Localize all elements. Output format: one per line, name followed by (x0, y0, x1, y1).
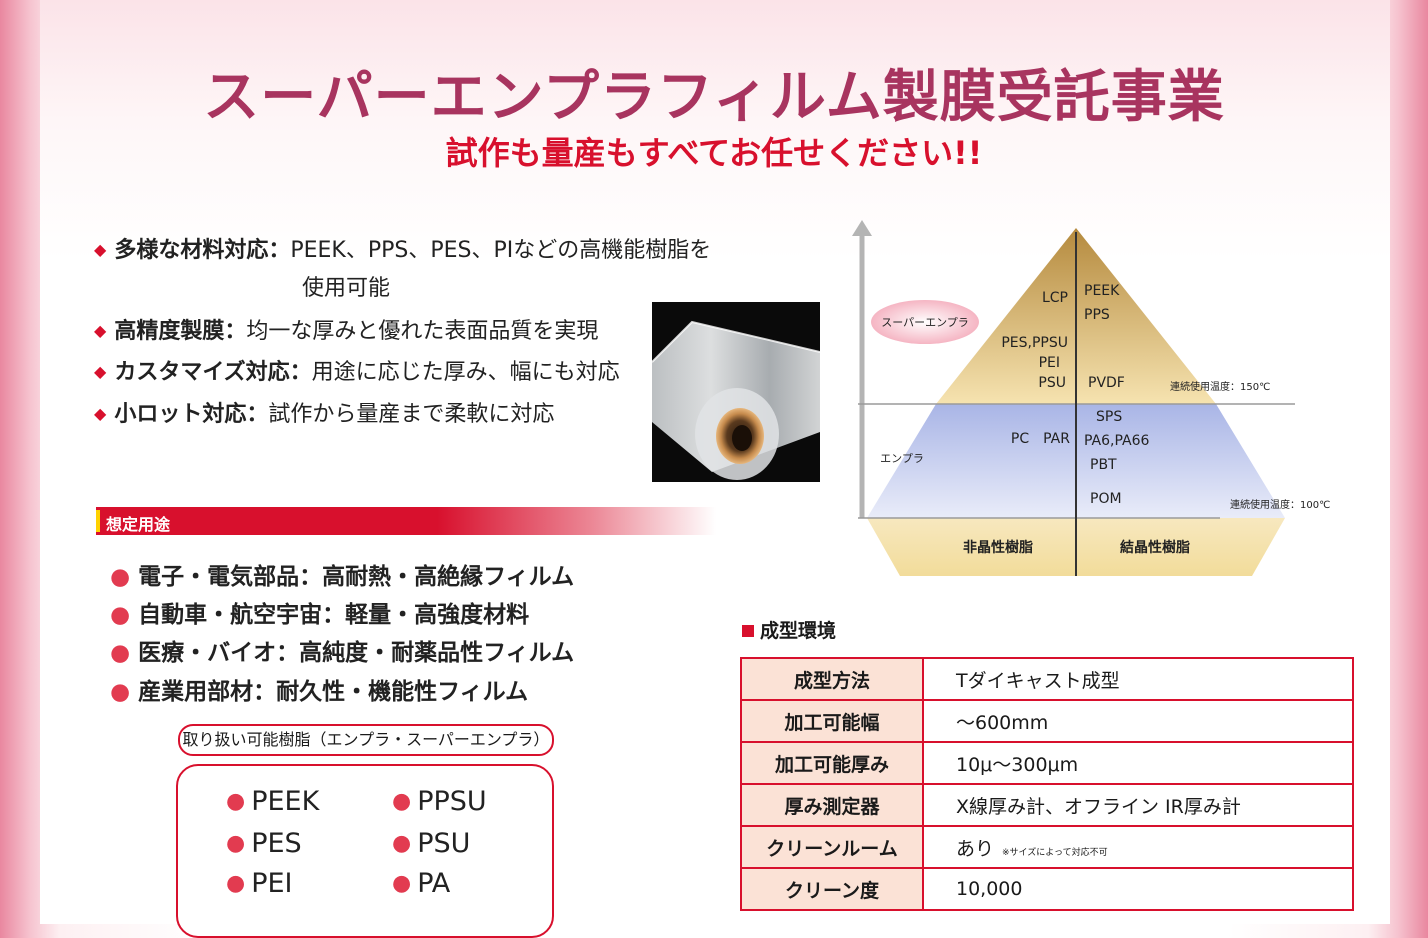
temp-100-label: 連続使用温度：100℃ (1230, 498, 1330, 511)
resin-label: SPS (1096, 409, 1122, 425)
tier-super-label: スーパーエンプラ (881, 316, 969, 329)
dot-bullet-icon: ● (226, 789, 246, 814)
resin-item: ●PES (226, 828, 302, 859)
resin-item: ●PA (392, 868, 451, 899)
application-item: ●電子・電気部品：高耐熱・高絶縁フィルム (110, 564, 575, 590)
resins-heading: 取り扱い可能樹脂（エンプラ・スーパーエンプラ） (178, 724, 554, 756)
resin-label: POM (1090, 491, 1122, 507)
crystalline-label: 結晶性樹脂 (1120, 539, 1190, 556)
feature-item: ◆高精度製膜：均一な厚みと優れた表面品質を実現 (94, 319, 599, 344)
applications-heading: 想定用途 (106, 515, 171, 534)
resin-label: PBT (1090, 457, 1117, 473)
resin-label: PC PAR (1011, 431, 1070, 447)
dot-bullet-icon: ● (226, 831, 246, 856)
resin-label: PSU (1038, 375, 1066, 391)
feature-item: ◆カスタマイズ対応：用途に応じた厚み、幅にも対応 (94, 360, 620, 385)
page-title: スーパーエンプラフィルム製膜受託事業 (203, 65, 1225, 130)
resin-label: PES,PPSU (1001, 335, 1068, 351)
square-bullet-icon (742, 625, 754, 637)
application-item: ●医療・バイオ：高純度・耐薬品性フィルム (110, 640, 575, 666)
environment-heading: 成型環境 (742, 616, 836, 643)
resin-label: PEI (1039, 355, 1060, 371)
temp-150-label: 連続使用温度：150℃ (1170, 380, 1270, 393)
resin-label: PA6,PA66 (1084, 433, 1150, 449)
resin-item: ●PSU (392, 828, 471, 859)
dot-bullet-icon: ● (110, 679, 131, 705)
dot-bullet-icon: ● (392, 789, 412, 814)
resin-pyramid-diagram: スーパーエンプラ エンプラ 連続使用温度：150℃ 連続使用温度：100℃ LC… (852, 220, 1330, 576)
application-item: ●産業用部材：耐久性・機能性フィルム (110, 679, 529, 705)
dot-bullet-icon: ● (110, 640, 131, 666)
dot-bullet-icon: ● (110, 564, 131, 590)
feature-item: ◆多様な材料対応：PEEK、PPS、PES、PIなどの高機能樹脂を (94, 238, 712, 263)
dot-bullet-icon: ● (392, 831, 412, 856)
tier-engi-label: エンプラ (880, 452, 924, 465)
feature-item-continuation: 使用可能 (302, 276, 391, 301)
cleanroom-note: ※サイズによって対応不可 (1002, 847, 1108, 858)
feature-item: ◆小ロット対応：試作から量産まで柔軟に対応 (94, 402, 555, 427)
resin-item: ●PPSU (392, 786, 487, 817)
diamond-bullet-icon: ◆ (94, 321, 107, 340)
diamond-bullet-icon: ◆ (94, 362, 107, 381)
resin-label: PVDF (1088, 375, 1125, 391)
applications-heading-bar: 想定用途 (96, 507, 716, 535)
dot-bullet-icon: ● (226, 871, 246, 896)
amorphous-label: 非晶性樹脂 (963, 539, 1033, 556)
film-roll-photo (652, 302, 820, 482)
diamond-bullet-icon: ◆ (94, 404, 107, 423)
dot-bullet-icon: ● (392, 871, 412, 896)
resin-label: LCP (1042, 290, 1068, 306)
axis-arrowhead-icon (852, 220, 872, 236)
table-row: クリーンルームあり※サイズによって対応不可 (740, 825, 1354, 869)
resin-label: PPS (1084, 307, 1110, 323)
resin-item: ●PEEK (226, 786, 320, 817)
table-row: 加工可能幅～600mm (740, 699, 1354, 743)
page-subtitle: 試作も量産もすべてお任せください!! (445, 134, 983, 172)
dot-bullet-icon: ● (110, 602, 131, 628)
resin-label: PEEK (1084, 283, 1120, 299)
diamond-bullet-icon: ◆ (94, 240, 107, 259)
resin-item: ●PEI (226, 868, 293, 899)
application-item: ●自動車・航空宇宙：軽量・高強度材料 (110, 602, 530, 628)
tier-super-oval (871, 300, 979, 344)
